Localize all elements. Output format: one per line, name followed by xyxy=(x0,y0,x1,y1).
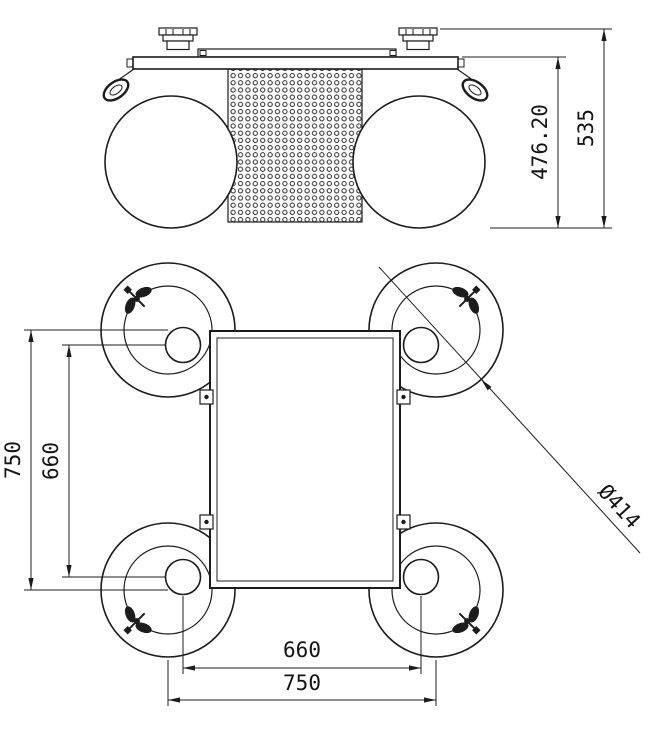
corner-hole-bottom-left xyxy=(164,558,202,596)
mounting-plate xyxy=(209,330,401,589)
dim-label-front-inner: 476.20 xyxy=(528,104,552,180)
corner-hole-bottom-right xyxy=(402,558,440,596)
plate-clip-right-upper xyxy=(396,389,411,405)
plate-clip-left-lower xyxy=(199,514,214,530)
vent-nozzle-left xyxy=(158,27,198,51)
vent-nozzle-right xyxy=(398,27,438,51)
corner-hole-top-left xyxy=(164,326,202,364)
leader-arrow xyxy=(481,379,492,391)
lifting-lug-left xyxy=(102,78,130,102)
dim-label-plan-left-inner: 660 xyxy=(39,442,63,480)
sphere-right xyxy=(352,95,486,229)
plate-clip-left-upper xyxy=(199,389,214,405)
bolt-left xyxy=(199,50,207,56)
front-view xyxy=(102,27,489,229)
top-lid xyxy=(126,48,465,70)
dim-label-plan-bottom-inner: 660 xyxy=(283,638,321,662)
cover-plate xyxy=(197,48,397,58)
dim-label-float-diameter: Ø414 xyxy=(593,480,645,534)
front-dimensions: 476.20 535 xyxy=(440,28,612,229)
lid-end-tab-left xyxy=(126,58,134,68)
lifting-lug-right xyxy=(461,78,489,102)
lid-band xyxy=(132,56,459,70)
lid-end-tab-right xyxy=(457,58,465,68)
plan-view xyxy=(100,262,504,658)
dim-label-plan-bottom-outer: 750 xyxy=(283,671,321,695)
sphere-left xyxy=(104,95,238,229)
mounting-plate-inner xyxy=(216,337,394,582)
corner-hole-top-right xyxy=(402,326,440,364)
perforated-column xyxy=(227,68,363,223)
dim-label-front-overall: 535 xyxy=(574,109,598,147)
plate-clip-right-lower xyxy=(396,514,411,530)
bolt-right xyxy=(389,50,397,56)
dim-label-plan-left-outer: 750 xyxy=(1,441,25,479)
